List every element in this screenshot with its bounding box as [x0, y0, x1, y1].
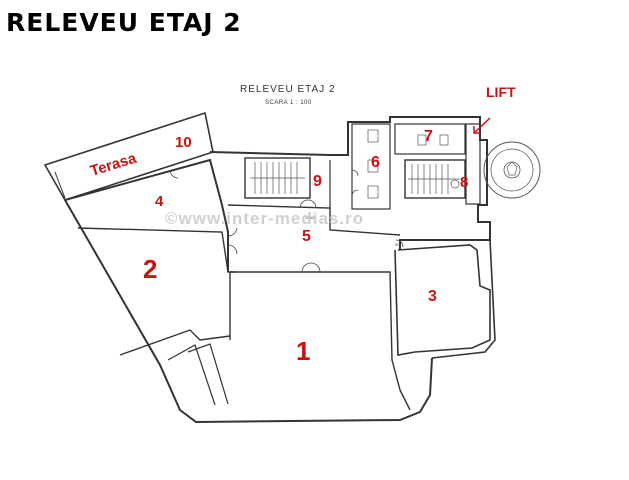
room3-wall	[394, 244, 491, 356]
dimension-notes: 1240 90	[305, 215, 400, 247]
terrace-inner-line	[54, 171, 66, 199]
room3-outer	[431, 239, 496, 359]
lift-arrow	[473, 117, 491, 134]
room-label-7: 7	[424, 128, 433, 145]
left-wing-outer	[64, 199, 433, 424]
room-label-6: 6	[371, 154, 380, 171]
door-swings	[169, 169, 404, 273]
drawing-scale: SCARA 1 : 100	[265, 100, 312, 106]
terasa-label: Terasa	[88, 150, 139, 180]
room-label-10: 10	[175, 134, 192, 151]
shaft-room-7	[394, 123, 466, 155]
room-label-2: 2	[143, 254, 157, 284]
stair-core-right	[404, 159, 466, 199]
service-block-wall	[209, 116, 491, 250]
shaft-room-6	[351, 123, 391, 210]
room-label-8: 8	[460, 174, 468, 191]
outer-walls	[43, 111, 496, 424]
corridor-wall-top	[227, 204, 401, 236]
fixtures	[367, 129, 460, 199]
room-label-9: 9	[313, 173, 322, 190]
stair-treads	[250, 162, 460, 194]
lift-label: LIFT	[486, 84, 516, 100]
lift-shaft	[465, 123, 481, 205]
svg-text:1240: 1240	[305, 215, 315, 220]
room-label-1: 1	[296, 336, 310, 366]
room2-bottom-wall	[119, 329, 231, 356]
official-stamp	[483, 141, 541, 199]
room-label-5: 5	[302, 228, 311, 245]
svg-text:90: 90	[395, 242, 400, 247]
stair-core-left	[244, 157, 311, 199]
corridor-bottom-wall-2	[187, 343, 229, 405]
page-title: RELEVEU ETAJ 2	[6, 8, 242, 37]
watermark: ©www.inter-medias.ro	[165, 209, 364, 228]
room-label-3: 3	[428, 288, 437, 305]
room1-wall	[230, 271, 411, 411]
room-label-4: 4	[155, 193, 164, 210]
corridor-bottom-wall	[167, 344, 216, 406]
drawing-title: RELEVEU ETAJ 2	[240, 84, 336, 95]
